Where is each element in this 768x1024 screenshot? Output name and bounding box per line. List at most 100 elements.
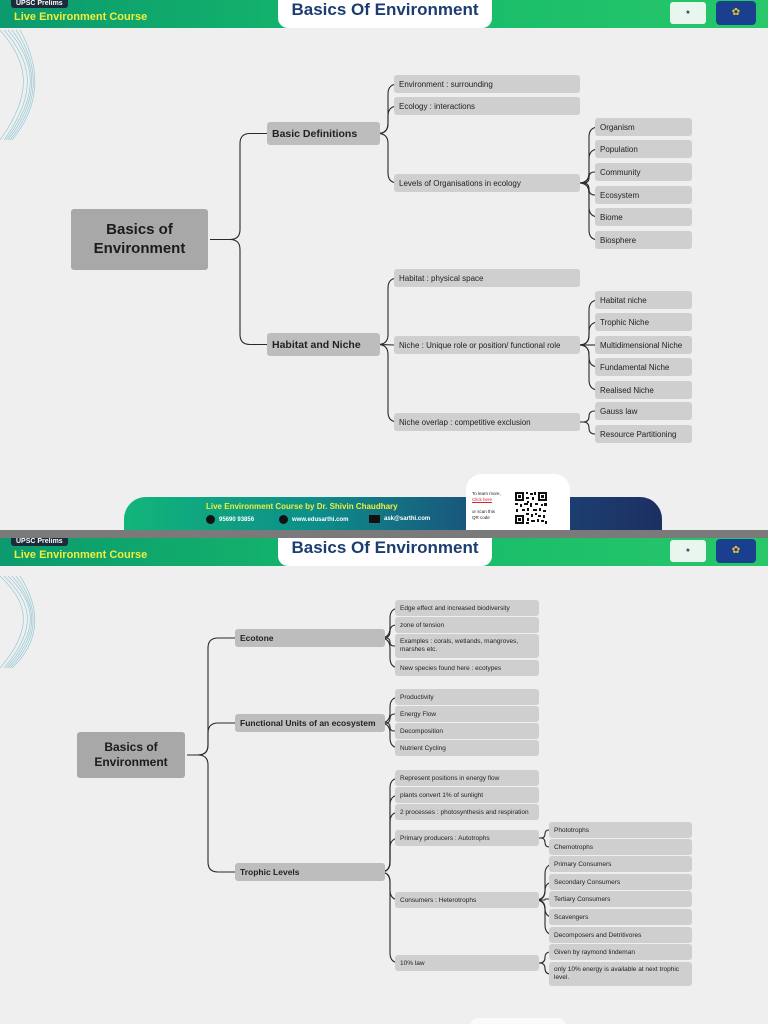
topic-node[interactable]: Decomposition [395,723,539,739]
subtopic-node[interactable]: Biosphere [595,231,692,249]
footer-phone[interactable]: 95690 93856 [206,515,254,524]
qr-code-icon[interactable] [514,491,548,525]
subtopic-node[interactable]: Population [595,140,692,158]
topic-node[interactable]: Niche overlap : competitive exclusion [394,413,580,431]
sarthi-logo-icon: ✿ [716,1,756,25]
exam-tag: UPSC Prelims [11,0,68,8]
subtopic-node[interactable]: Gauss law [595,402,692,420]
topic-node[interactable]: Energy Flow [395,706,539,722]
branch-trophic-levels[interactable]: Trophic Levels [235,863,385,881]
connector-line [377,132,399,184]
topic-node[interactable]: zone of tension [395,617,539,633]
subtopic-node[interactable]: Ecosystem [595,186,692,204]
branch-functional-units-of-an-ecosystem[interactable]: Functional Units of an ecosystem [235,714,385,732]
mail-icon [369,515,380,523]
subtopic-node[interactable]: Trophic Niche [595,313,692,331]
connector-line [187,637,235,756]
topic-node[interactable]: Represent positions in energy flow [395,770,539,786]
subtopic-node[interactable]: Biome [595,208,692,226]
topic-node[interactable]: Niche : Unique role or position/ functio… [394,336,580,354]
topic-node[interactable]: Nutrient Cycling [395,740,539,756]
connector-line [187,754,235,873]
topic-node[interactable]: Edge effect and increased biodiversity [395,600,539,616]
topic-node[interactable]: Primary producers : Autotrophs [395,830,539,846]
qr-click-link[interactable]: Click here [472,497,493,502]
course-name: Live Environment Course [14,549,148,561]
topic-node[interactable]: Examples : corals, wetlands, mangroves, … [395,634,539,658]
subtopic-node[interactable]: Given by raymond lindeman [549,944,692,960]
globe-icon [279,515,288,524]
subtopic-node[interactable]: Decomposers and Detritivores [549,927,692,943]
topic-node[interactable]: Environment : surrounding [394,75,580,93]
phone-icon [206,515,215,524]
slide-2: UPSC Prelims Live Environment Course ★ ✿… [0,538,768,1024]
topic-node[interactable]: Consumers : Heterotrophs [395,892,539,908]
subtopic-node[interactable]: Realised Niche [595,381,692,399]
subtopic-node[interactable]: Habitat niche [595,291,692,309]
connector-line [580,182,596,196]
branch-habitat-and-niche[interactable]: Habitat and Niche [267,333,380,356]
phone-number: 95690 93856 [219,516,255,523]
subtopic-node[interactable]: Primary Consumers [549,856,692,872]
footer-band [124,497,662,530]
connector-line [187,722,235,756]
email-address: ask@sarthi.com [384,516,431,522]
topic-node[interactable]: Productivity [395,689,539,705]
mindmap-connectors [210,83,600,435]
connector-line [385,722,395,732]
slide-1: UPSC Prelims Live Environment Course ★ ✿… [0,0,768,530]
connector-line [539,829,550,839]
slide-title-box: Basics Of Environment [278,0,492,28]
connector-line [210,132,267,241]
connector-line [377,277,399,346]
brand-logo-icon: ★ [670,540,706,562]
connector-line [377,343,399,423]
wave-decoration-icon [0,30,36,140]
subtopic-node[interactable]: Community [595,163,692,181]
connector-line [539,962,551,975]
connector-line [578,344,600,391]
topic-node[interactable]: Habitat : physical space [394,269,580,287]
sarthi-logo-icon: ✿ [716,539,756,563]
topic-node[interactable]: 2 processes : photosynthesis and respira… [395,804,539,820]
subtopic-node[interactable]: Phototrophs [549,822,692,838]
topic-node[interactable]: New species found here : ecotypes [395,660,539,676]
wave-decoration-icon [0,576,36,668]
subtopic-node[interactable]: only 10% energy is available at next tro… [549,962,692,986]
subtopic-node[interactable]: Organism [595,118,692,136]
topic-node[interactable]: 10% law [395,955,539,971]
connector-line [210,238,267,346]
subtopic-node[interactable]: Chemotrophs [549,839,692,855]
topic-node[interactable]: Ecology : interactions [394,97,580,115]
slide-title: Basics Of Environment [291,0,479,19]
topic-node[interactable]: Levels of Organisations in ecology [394,174,580,192]
slide-title-box: Basics Of Environment [278,538,492,566]
qr-card: To learn more, Click here or scan this Q… [466,474,570,530]
subtopic-node[interactable]: Secondary Consumers [549,874,692,890]
connector-line [385,637,395,647]
subtopic-node[interactable]: Multidimensional Niche [595,336,692,354]
slide-title: Basics Of Environment [291,538,479,557]
exam-tag: UPSC Prelims [11,538,68,546]
subtopic-node[interactable]: Fundamental Niche [595,358,692,376]
subtopic-node[interactable]: Tertiary Consumers [549,891,692,907]
connector-line [580,171,595,184]
website-link: www.edusarthi.com [292,516,349,523]
qr-text-1: To learn more, [472,491,501,496]
course-name: Live Environment Course [14,11,148,23]
footer-email[interactable]: ask@sarthi.com [369,515,430,523]
connector-line [539,898,549,901]
subtopic-node[interactable]: Scavengers [549,909,692,925]
topic-node[interactable]: plants convert 1% of sunlight [395,787,539,803]
branch-ecotone[interactable]: Ecotone [235,629,385,647]
footer-tab [470,1018,566,1024]
branch-basic-definitions[interactable]: Basic Definitions [267,122,380,145]
footer-website[interactable]: www.edusarthi.com [279,515,348,524]
connector-line [377,105,399,135]
connector-line [539,837,550,848]
connector-line [580,421,596,435]
subtopic-node[interactable]: Resource Partitioning [595,425,692,443]
connector-line [379,871,401,964]
